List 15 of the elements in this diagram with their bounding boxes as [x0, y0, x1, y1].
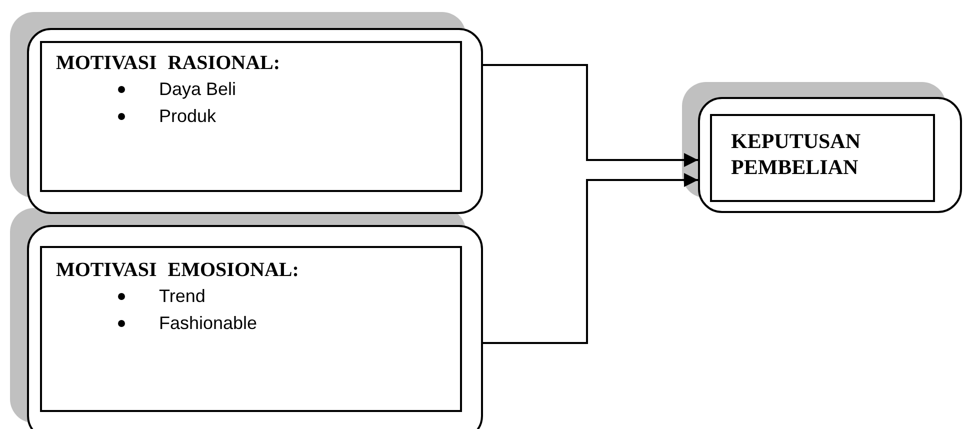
list-item: Produk [159, 106, 216, 127]
text-box [710, 114, 935, 202]
heading: MOTIVASI RASIONAL: [56, 51, 280, 76]
rounded-box [698, 97, 962, 213]
list-item: Fashionable [159, 313, 258, 334]
list-item: Daya Beli [159, 79, 236, 100]
rounded-box [27, 28, 483, 214]
list-item: Trend [159, 286, 206, 307]
rounded-box [27, 225, 483, 429]
connector-arrow [483, 173, 698, 344]
heading: MOTIVASI EMOSIONAL: [56, 258, 299, 283]
heading: KEPUTUSAN PEMBELIAN [731, 128, 862, 180]
text-box [40, 41, 462, 192]
text-box [40, 246, 462, 412]
connector-arrow [483, 64, 698, 167]
